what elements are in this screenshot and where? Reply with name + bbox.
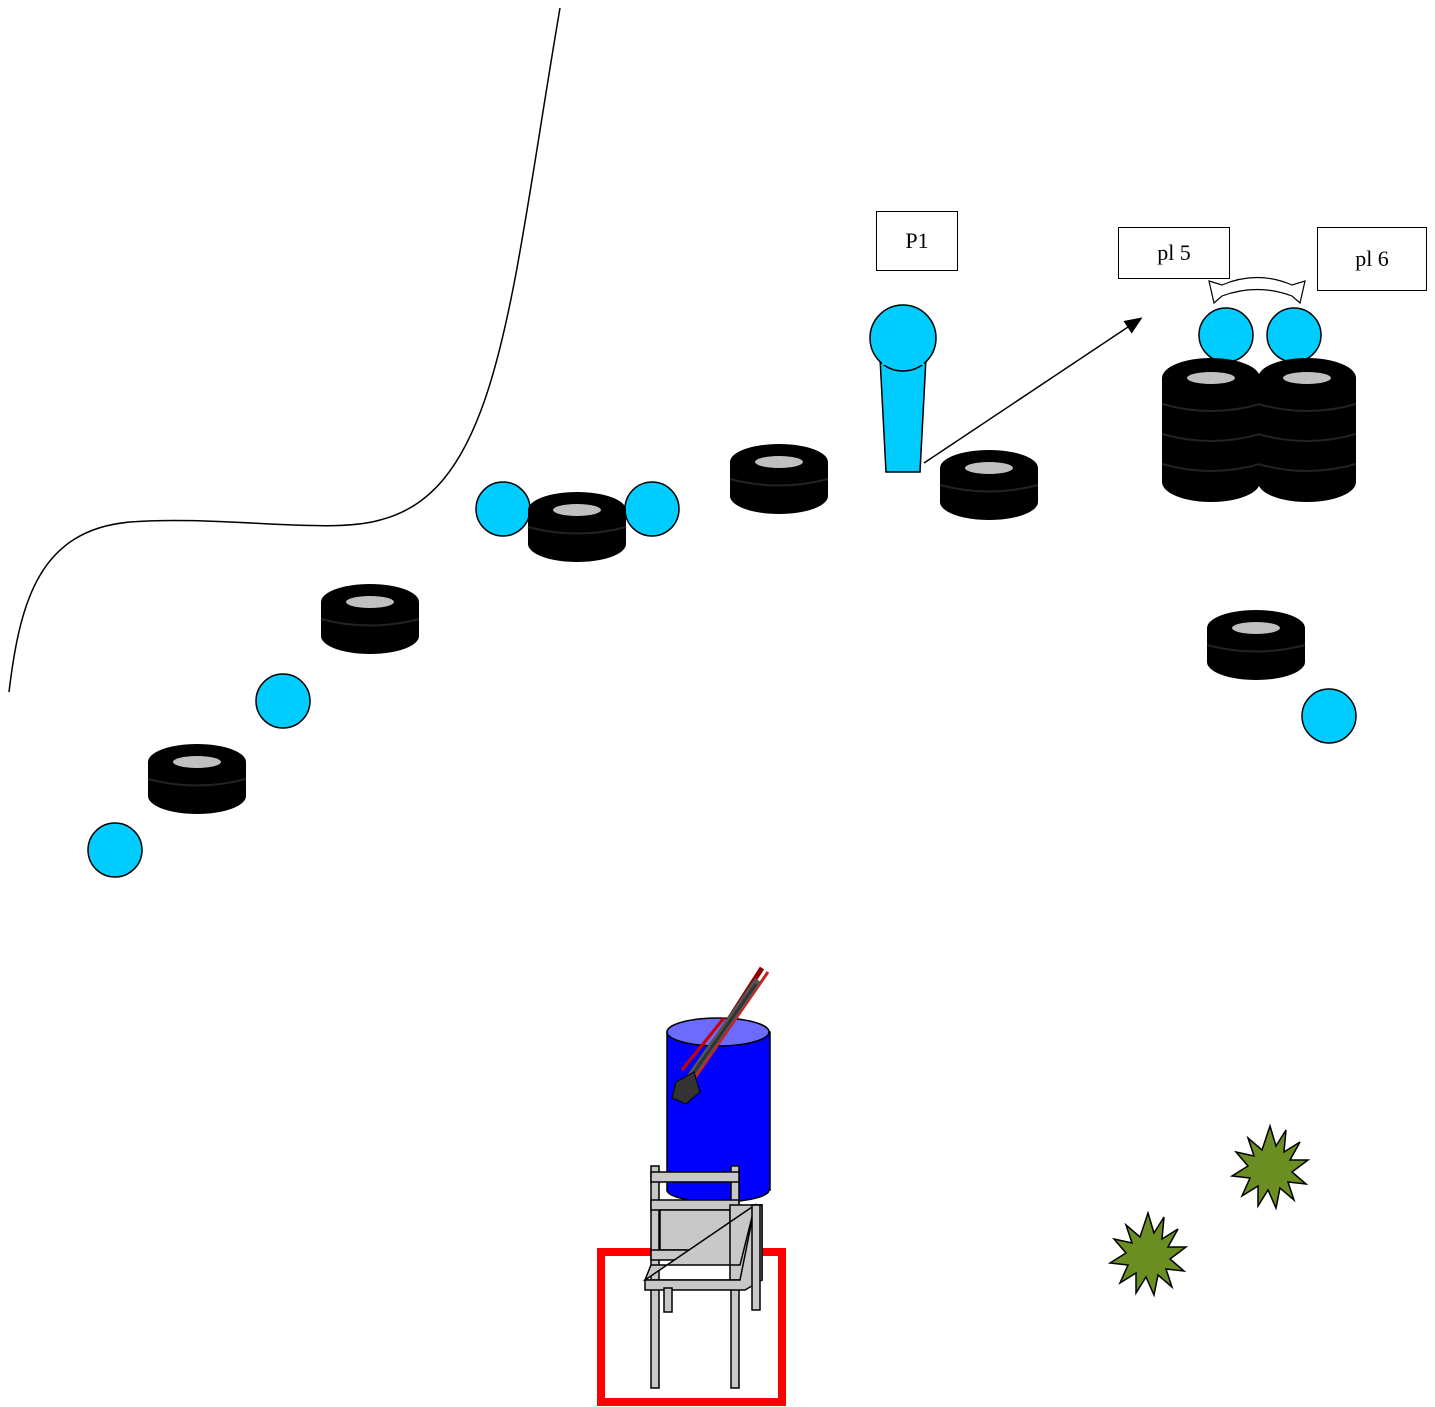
- round-target-icon: [255, 673, 311, 729]
- label-pl5: pl 5: [1118, 227, 1230, 279]
- bush-icon: [1231, 1125, 1309, 1209]
- tire-stack-icon: [147, 743, 247, 815]
- direction-arrow: [923, 317, 1143, 464]
- round-target-icon: [1301, 688, 1357, 744]
- round-target-icon: [1266, 307, 1322, 363]
- round-target-icon: [1198, 307, 1254, 363]
- round-target-icon: [87, 822, 143, 878]
- tire-stack-icon: [1257, 357, 1357, 503]
- shotgun-icon: [671, 966, 770, 1105]
- popper-target-icon: [869, 304, 937, 473]
- tire-stack-icon: [1206, 609, 1306, 681]
- range-boundary-line: [8, 7, 561, 693]
- tire-stack-icon: [939, 449, 1039, 521]
- label-pl6: pl 6: [1317, 227, 1427, 291]
- bush-icon: [1109, 1212, 1187, 1296]
- tire-stack-icon: [320, 583, 420, 655]
- tire-stack-icon: [729, 443, 829, 515]
- tire-stack-icon: [527, 491, 627, 563]
- round-target-icon: [624, 481, 680, 537]
- swap-arrow-icon: [1208, 276, 1306, 305]
- label-p1: P1: [876, 211, 958, 271]
- round-target-icon: [475, 481, 531, 537]
- tire-stack-icon: [1161, 357, 1261, 503]
- table-icon: [642, 1165, 763, 1389]
